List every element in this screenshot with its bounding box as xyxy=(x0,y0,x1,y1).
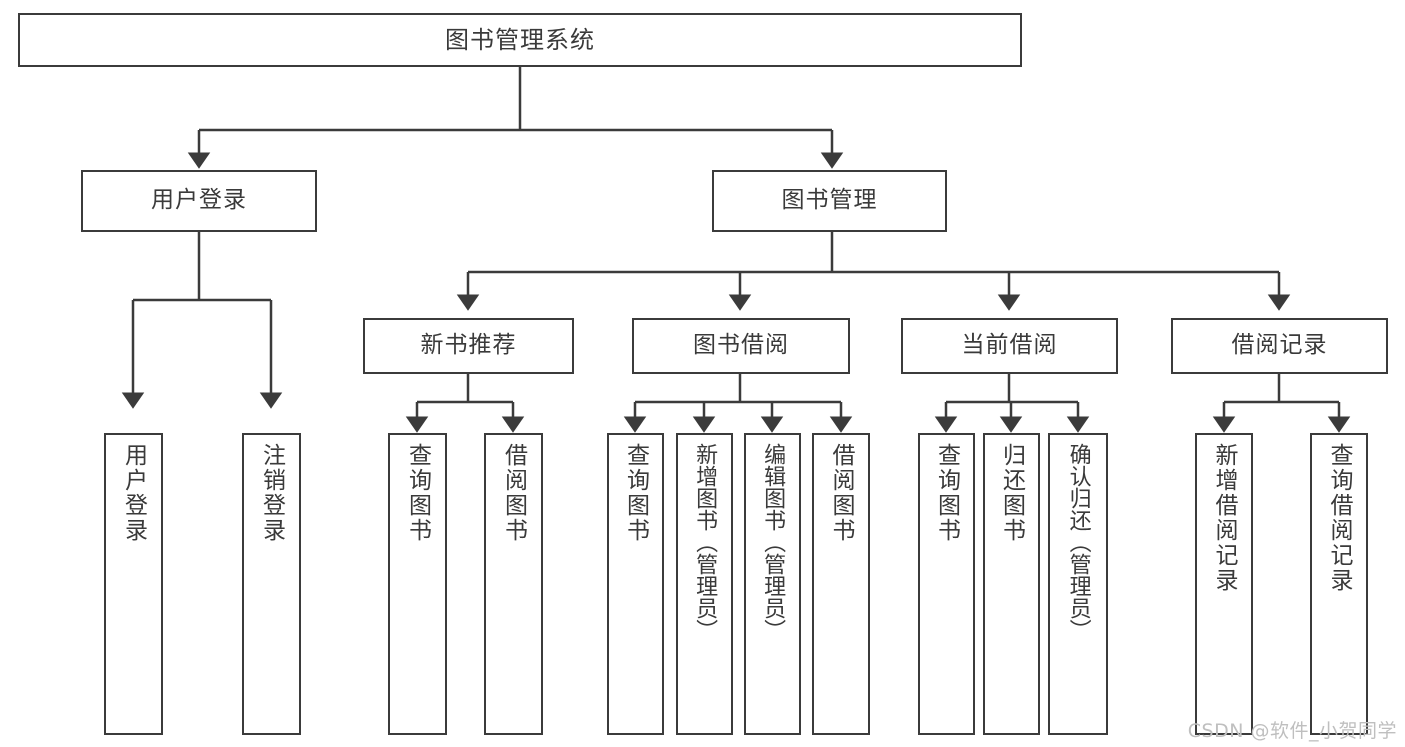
node-label: 借阅记录 xyxy=(1231,332,1328,359)
leaf-label: 查询借阅记录 xyxy=(1326,443,1353,593)
leaf-borrow-edit-book-admin[interactable]: 编辑图书（管理员） xyxy=(744,433,801,735)
node-label: 当前借阅 xyxy=(961,332,1058,359)
leaf-label: 查询图书 xyxy=(933,443,960,543)
leaf-label: 用户登录 xyxy=(120,443,147,543)
node-current-borrow[interactable]: 当前借阅 xyxy=(901,318,1118,374)
leaf-current-return-book[interactable]: 归还图书 xyxy=(983,433,1040,735)
node-book-management[interactable]: 图书管理 xyxy=(712,170,947,232)
leaf-user-login-signout[interactable]: 注销登录 xyxy=(242,433,301,735)
leaf-label: 查询图书 xyxy=(404,443,431,543)
leaf-borrow-add-book-admin[interactable]: 新增图书（管理员） xyxy=(676,433,733,735)
leaf-label: 借阅图书 xyxy=(828,443,855,543)
leaf-label: 归还图书 xyxy=(998,443,1025,543)
node-label: 新书推荐 xyxy=(420,332,517,359)
leaf-borrow-query-book[interactable]: 查询图书 xyxy=(607,433,664,735)
leaf-borrow-borrow-book[interactable]: 借阅图书 xyxy=(812,433,870,735)
node-user-login[interactable]: 用户登录 xyxy=(81,170,317,232)
leaf-label: 编辑图书（管理员） xyxy=(760,443,786,641)
node-label: 图书借阅 xyxy=(693,332,789,359)
leaf-recommend-borrow-book[interactable]: 借阅图书 xyxy=(484,433,543,735)
leaf-record-add-record[interactable]: 新增借阅记录 xyxy=(1195,433,1253,735)
node-label: 用户登录 xyxy=(151,187,247,214)
leaf-user-login-signin[interactable]: 用户登录 xyxy=(104,433,163,735)
node-borrow-record[interactable]: 借阅记录 xyxy=(1171,318,1388,374)
leaf-current-confirm-return-admin[interactable]: 确认归还（管理员） xyxy=(1048,433,1108,735)
node-root-system[interactable]: 图书管理系统 xyxy=(18,13,1022,67)
node-book-borrow[interactable]: 图书借阅 xyxy=(632,318,850,374)
node-label: 图书管理系统 xyxy=(445,25,595,54)
leaf-label: 借阅图书 xyxy=(500,443,527,543)
leaf-label: 新增借阅记录 xyxy=(1211,443,1238,593)
leaf-label: 新增图书（管理员） xyxy=(692,443,718,641)
leaf-recommend-query-book[interactable]: 查询图书 xyxy=(388,433,447,735)
leaf-label: 注销登录 xyxy=(258,443,285,543)
leaf-record-query-record[interactable]: 查询借阅记录 xyxy=(1310,433,1368,735)
watermark-text: CSDN @软件_小贺同学 xyxy=(1187,720,1397,742)
node-new-book-recommend[interactable]: 新书推荐 xyxy=(363,318,574,374)
leaf-label: 确认归还（管理员） xyxy=(1065,443,1091,641)
node-label: 图书管理 xyxy=(781,187,878,214)
leaf-label: 查询图书 xyxy=(622,443,649,543)
leaf-current-query-book[interactable]: 查询图书 xyxy=(918,433,975,735)
